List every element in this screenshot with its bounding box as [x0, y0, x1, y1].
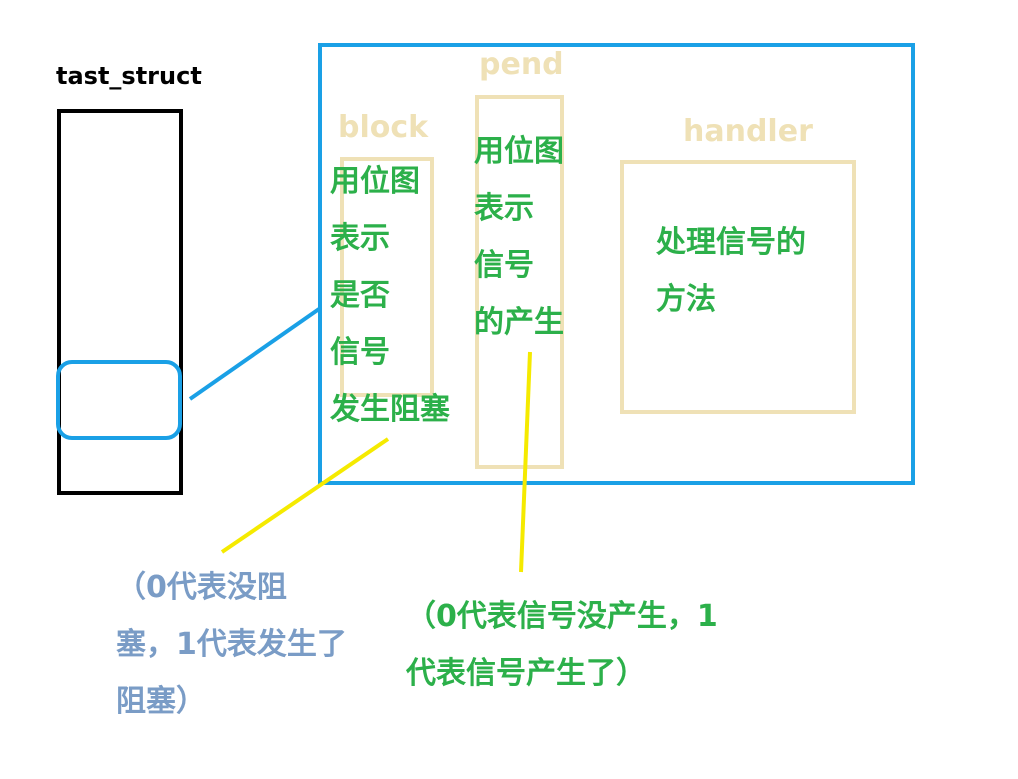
block-description-line: 是否: [330, 278, 390, 313]
pend-description-line: 表示: [474, 191, 534, 226]
pend-note-pointer: [519, 351, 532, 573]
task-to-signal-connector: [188, 307, 321, 401]
pend-description: 用位图 表示 信号 的产生: [474, 123, 564, 351]
block-note-line: 阻塞）: [116, 684, 206, 719]
pend-note-line: 代表信号产生了）: [406, 656, 646, 691]
handler-description-line: 方法: [656, 282, 716, 317]
block-description-line: 用位图: [330, 164, 420, 199]
block-note-line: （0代表没阻: [116, 570, 287, 605]
task-struct-label: tast_struct: [56, 62, 202, 90]
pend-box: [475, 95, 564, 469]
pend-description-line: 的产生: [474, 305, 564, 340]
pend-description-line: 用位图: [474, 134, 564, 169]
block-note-pointer: [220, 437, 390, 554]
block-label: block: [338, 110, 429, 145]
block-description-line: 信号: [330, 335, 390, 370]
handler-box: [620, 160, 856, 414]
pend-label: pend: [479, 47, 564, 82]
pend-note-line: （0代表信号没产生，1: [406, 599, 718, 634]
block-description-line: 发生阻塞: [330, 392, 450, 427]
block-note: （0代表没阻 塞，1代表发生了 阻塞）: [116, 559, 347, 730]
handler-label: handler: [683, 114, 813, 149]
pend-note: （0代表信号没产生，1 代表信号产生了）: [406, 588, 718, 702]
task-struct-box: [57, 109, 183, 495]
block-description-line: 表示: [330, 221, 390, 256]
block-note-line: 塞，1代表发生了: [116, 627, 347, 662]
block-box: [340, 157, 434, 397]
signal-struct-box: [318, 43, 915, 485]
handler-description: 处理信号的 方法: [656, 214, 806, 328]
task-struct-signal-field: [56, 360, 182, 440]
pend-description-line: 信号: [474, 248, 534, 283]
handler-description-line: 处理信号的: [656, 225, 806, 260]
block-description: 用位图 表示 是否 信号 发生阻塞: [330, 153, 450, 438]
